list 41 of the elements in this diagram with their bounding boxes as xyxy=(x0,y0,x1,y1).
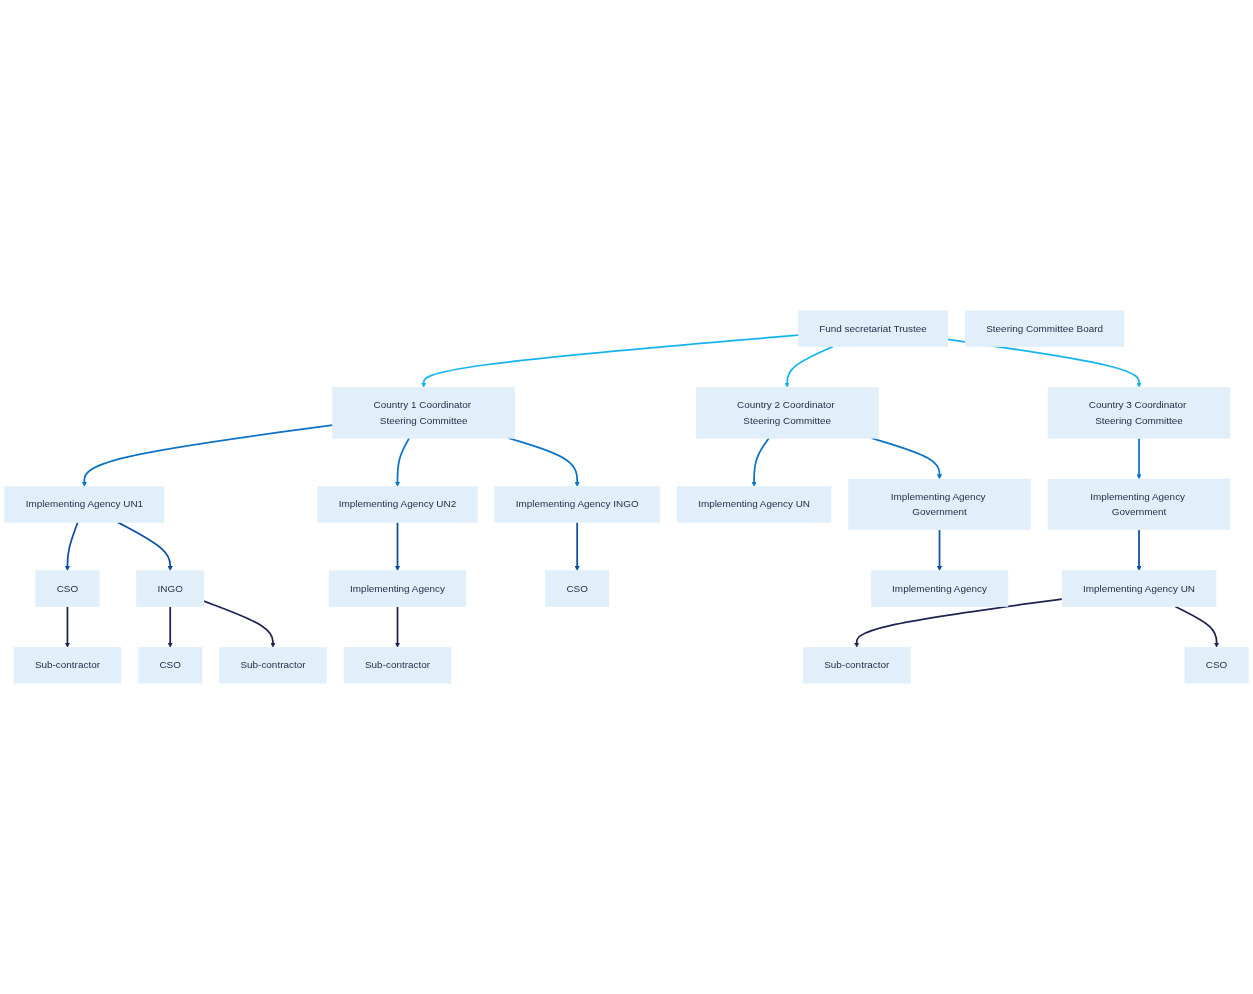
node-box: CSO xyxy=(35,570,100,607)
node-box: Implementing Agency UN2 xyxy=(317,486,478,523)
arrow xyxy=(394,437,411,487)
node-box: Implementing Agency INGO xyxy=(494,486,660,523)
arrow xyxy=(1136,437,1142,480)
node-box: Implementing Agency Government xyxy=(848,478,1031,531)
arrow xyxy=(751,437,770,487)
node-box: Sub-contractor xyxy=(802,647,911,684)
arrow xyxy=(784,345,834,388)
arrow xyxy=(394,605,401,648)
node-box: Implementing Agency Government xyxy=(1047,478,1231,531)
node-box: Fund secretariat Trustee xyxy=(797,310,948,347)
arrow xyxy=(394,521,401,571)
node-box: Country 1 Coordinator Steering Committee xyxy=(332,387,515,439)
arrow xyxy=(1174,605,1220,648)
node-box: Country 3 Coordinator Steering Committee xyxy=(1047,387,1231,439)
node-box: CSO xyxy=(545,570,610,607)
arrow xyxy=(117,521,173,571)
arrow xyxy=(167,605,173,648)
arrow xyxy=(81,424,334,487)
node-box: INGO xyxy=(136,570,205,607)
node-box: Sub-contractor xyxy=(13,647,122,684)
arrow xyxy=(64,521,79,571)
node-box: Sub-contractor xyxy=(219,647,327,684)
arrow xyxy=(1136,528,1142,571)
node-box: Implementing Agency xyxy=(328,570,467,607)
node-box: Implementing Agency UN1 xyxy=(4,486,165,523)
node-box: Sub-contractor xyxy=(343,647,452,684)
node-box: Country 2 Coordinator Steering Committee xyxy=(695,387,879,439)
arrow xyxy=(64,605,70,648)
node-box: Steering Committee Board xyxy=(964,310,1125,347)
arrow xyxy=(421,334,800,388)
node-box: CSO xyxy=(138,647,203,684)
arrow xyxy=(936,528,943,571)
arrow xyxy=(203,600,276,648)
arrow xyxy=(574,521,580,571)
node-box: Implementing Agency UN xyxy=(1061,570,1217,607)
arrow xyxy=(854,598,1063,648)
node-box: Implementing Agency UN xyxy=(676,486,832,523)
node-box: Implementing Agency xyxy=(870,570,1009,607)
node-box: CSO xyxy=(1184,647,1249,684)
